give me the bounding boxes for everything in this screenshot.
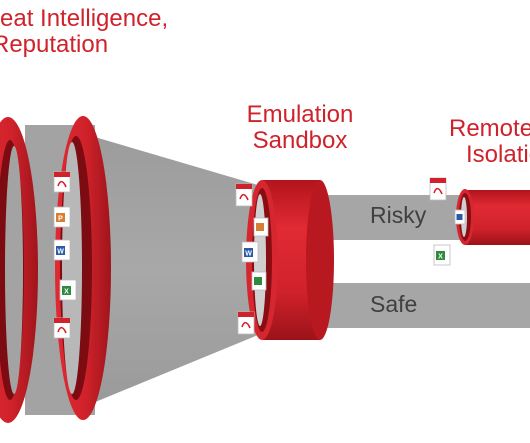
word-file-icon bbox=[454, 209, 466, 225]
emulation-sandbox-line-1: Emulation bbox=[246, 101, 354, 128]
safe-lane bbox=[325, 283, 530, 328]
funnel-body bbox=[88, 135, 258, 405]
remote-isolation-cylinder bbox=[456, 189, 530, 245]
word-file-icon: W bbox=[241, 241, 259, 263]
threat-intelligence-ring-2 bbox=[55, 116, 111, 420]
safe-lane-label: Safe bbox=[370, 291, 418, 317]
svg-text:W: W bbox=[245, 251, 252, 258]
excel-file-icon: X bbox=[433, 244, 451, 266]
emulation-sandbox-cylinder bbox=[246, 180, 334, 340]
pdf-file-icon bbox=[53, 171, 71, 193]
pdf-file-icon bbox=[53, 317, 71, 339]
pdf-file-icon bbox=[235, 183, 253, 207]
emulation-sandbox-label: Emulation Sandbox bbox=[233, 101, 367, 155]
remote-isolation-line-1: Remote bbox=[449, 115, 530, 142]
risky-lane bbox=[325, 195, 465, 240]
svg-text:P: P bbox=[58, 216, 63, 223]
threat-intelligence-line-1: reat Intelligence, bbox=[0, 5, 169, 32]
powerpoint-file-icon: P bbox=[53, 206, 71, 228]
threat-intelligence-label: reat Intelligence, Reputation bbox=[0, 5, 169, 59]
pdf-file-icon bbox=[237, 311, 255, 335]
remote-isolation-label: Remote Isolation bbox=[449, 115, 530, 169]
svg-text:X: X bbox=[64, 289, 69, 296]
excel-file-icon bbox=[251, 271, 267, 291]
word-file-icon: W bbox=[53, 239, 71, 261]
svg-text:X: X bbox=[438, 254, 443, 261]
svg-text:W: W bbox=[57, 249, 64, 256]
threat-intelligence-ring-1 bbox=[0, 117, 38, 423]
powerpoint-file-icon bbox=[253, 217, 269, 237]
pdf-file-icon bbox=[429, 177, 447, 201]
excel-file-icon: X bbox=[59, 279, 77, 301]
emulation-sandbox-line-2: Sandbox bbox=[252, 127, 348, 155]
risky-lane-label: Risky bbox=[370, 202, 427, 228]
threat-intelligence-line-2: Reputation bbox=[0, 31, 109, 59]
remote-isolation-line-2: Isolation bbox=[466, 141, 530, 169]
